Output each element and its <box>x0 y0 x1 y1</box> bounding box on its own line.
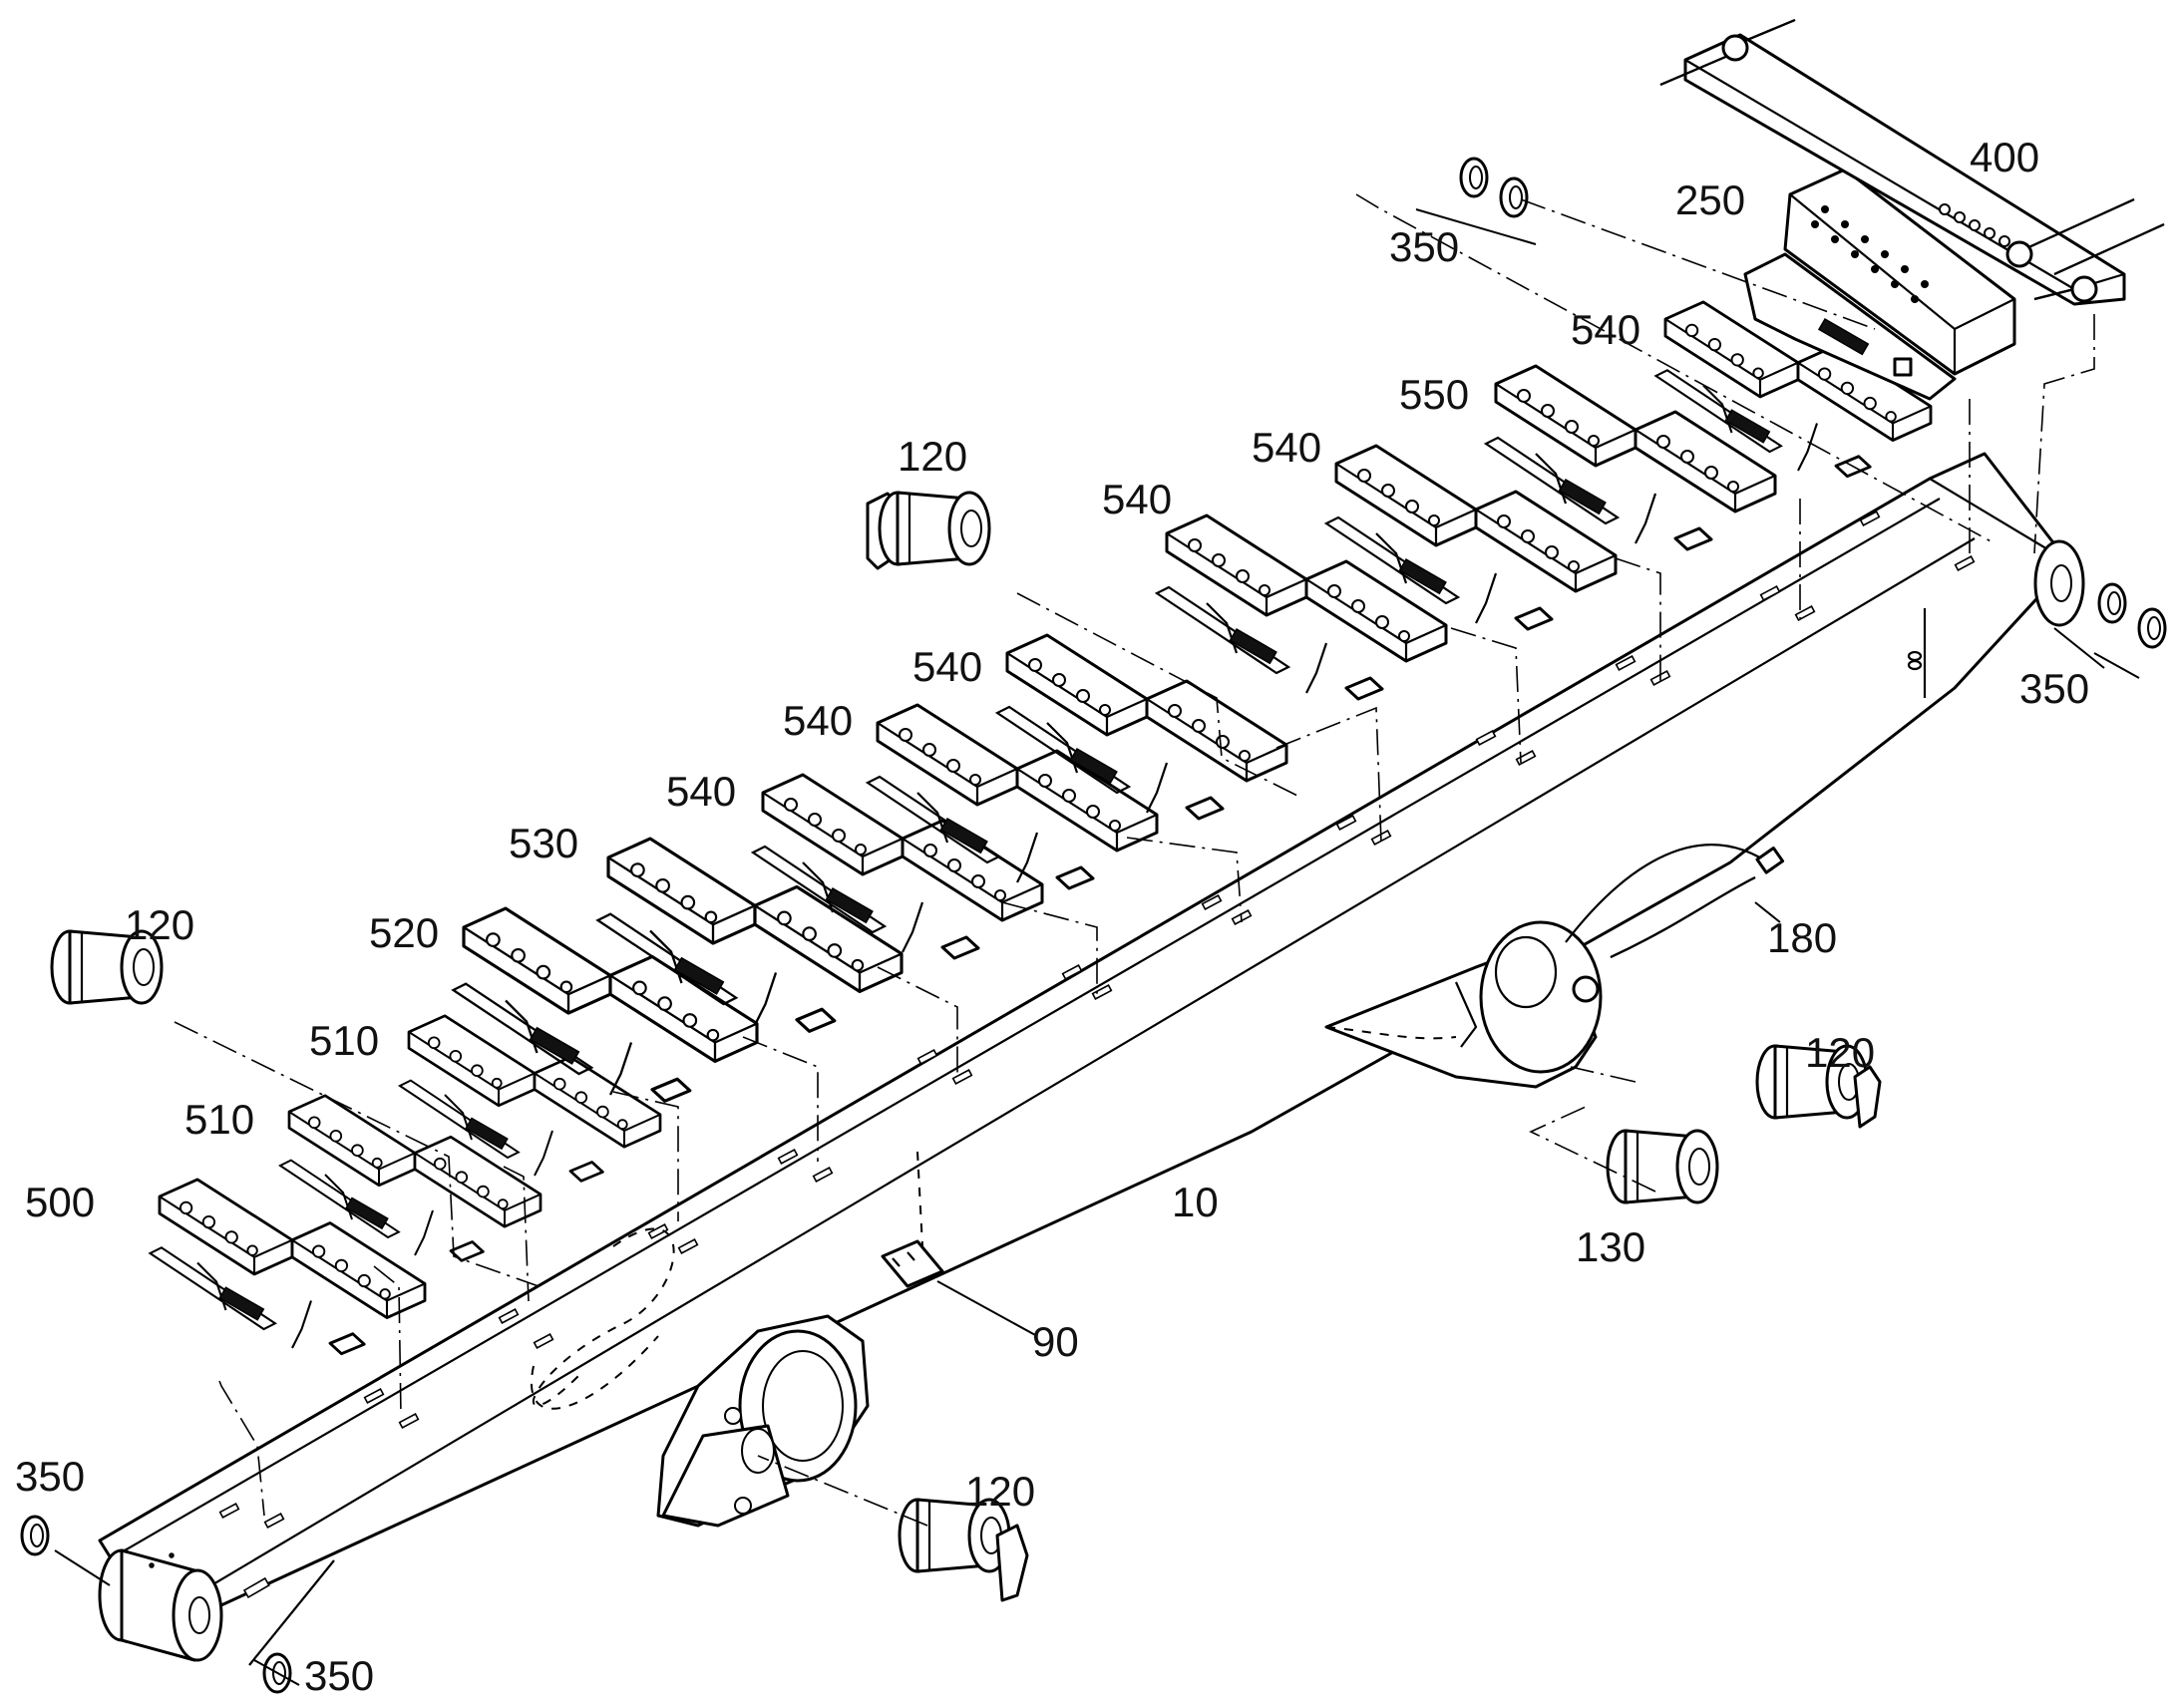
pipe-rail <box>1659 18 2165 306</box>
callout-clamp-530: 530 <box>509 820 578 866</box>
pin-bottom <box>898 1498 1029 1602</box>
clamp-500 <box>149 1178 427 1356</box>
callouts: 10 90 120 120 120 120 130 180 250 350 35… <box>15 134 2089 1699</box>
callout-clamp-500: 500 <box>25 1179 95 1225</box>
callout-ring-right: 350 <box>2019 665 2089 712</box>
snap-ring-right <box>2097 582 2167 649</box>
callout-pipe-rail: 400 <box>1970 134 2039 180</box>
pin-right <box>1755 1044 1882 1129</box>
hydraulic-hose <box>1565 844 1785 958</box>
callout-pin-top-left: 120 <box>898 433 967 480</box>
callout-pin-130: 130 <box>1576 1223 1645 1270</box>
callout-boom: 10 <box>1172 1179 1219 1225</box>
assembly-lines <box>174 193 2095 1527</box>
callout-ring-top: 350 <box>1389 223 1459 270</box>
callout-pin-left: 120 <box>125 901 194 948</box>
upper-cylinder-lug <box>1324 920 1603 1089</box>
callout-pin-bottom: 120 <box>965 1468 1035 1515</box>
pin-top-left <box>866 491 991 570</box>
callout-clamp-510-a: 510 <box>184 1096 254 1143</box>
snap-ring-bottom-left <box>20 1515 50 1556</box>
callout-ring-bottom: 350 <box>304 1652 374 1699</box>
callout-clamp-520: 520 <box>369 909 439 956</box>
callout-clamp-540-d: 540 <box>1102 476 1172 522</box>
callout-hose: 180 <box>1767 914 1837 961</box>
plate-part <box>881 1239 944 1288</box>
boom-body <box>98 452 2085 1666</box>
clamp-540-4 <box>1155 513 1448 701</box>
callout-clamp-540-c: 540 <box>912 643 982 690</box>
callout-clamp-510-b: 510 <box>309 1017 379 1064</box>
callout-clamp-540-e: 540 <box>1252 424 1321 471</box>
callout-clamp-550: 550 <box>1399 371 1469 418</box>
callout-clamp-540-f: 540 <box>1571 306 1640 353</box>
pin-130 <box>1606 1129 1719 1204</box>
snap-ring-top <box>1459 157 1529 218</box>
lower-cylinder-lug <box>656 1314 870 1528</box>
callout-clamp-540-a: 540 <box>666 768 736 815</box>
callout-plate: 90 <box>1032 1318 1079 1365</box>
callout-manifold: 250 <box>1675 176 1745 223</box>
manifold-block <box>1743 168 2016 401</box>
callout-ring-bottom-left: 350 <box>15 1453 85 1500</box>
callout-clamp-540-b: 540 <box>783 697 853 744</box>
callout-pin-right: 120 <box>1805 1029 1875 1076</box>
leader-lines <box>54 208 2140 1686</box>
